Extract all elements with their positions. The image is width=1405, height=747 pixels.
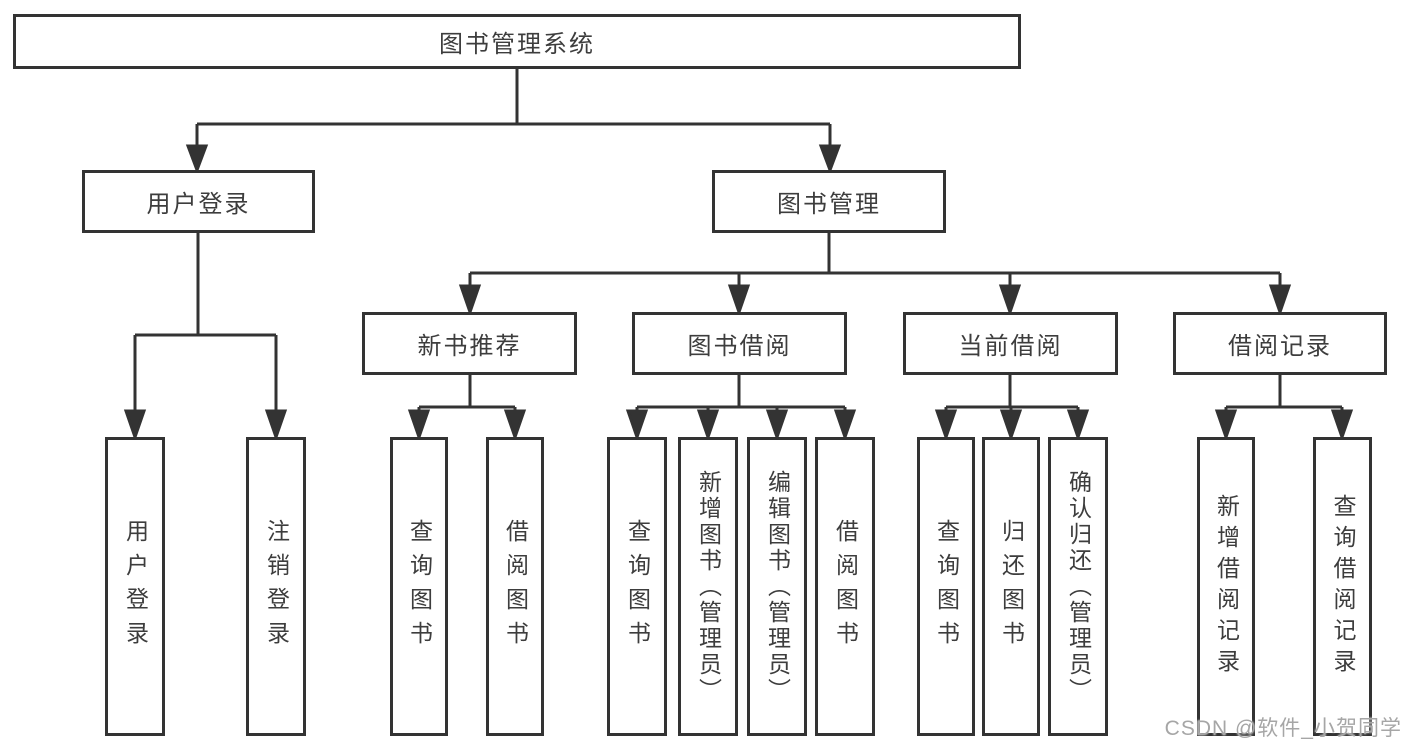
arrowhead (727, 284, 751, 317)
arrowhead (503, 409, 527, 442)
node-label: 图书管理系统 (439, 31, 595, 58)
node-library-system: 图书管理系统 (13, 14, 1021, 69)
arrowhead (833, 409, 857, 442)
arrowhead (185, 144, 209, 175)
node-label: 用户登录 (122, 518, 149, 655)
node-label: 新书推荐 (417, 333, 522, 360)
node-label: 查询图书 (406, 518, 433, 655)
node-label: 当前借阅 (958, 333, 1063, 360)
leaf-add-book-admin: 新增图书（管理员） (678, 437, 738, 736)
connector-book-management-group (458, 233, 1292, 317)
node-current-borrow: 当前借阅 (903, 312, 1118, 375)
node-label: 新增图书（管理员） (695, 469, 722, 704)
arrowhead (765, 409, 789, 442)
arrowhead (1268, 284, 1292, 317)
arrowhead (818, 144, 842, 175)
node-borrow-records: 借阅记录 (1173, 312, 1387, 375)
leaf-return-book: 归还图书 (982, 437, 1040, 736)
node-label: 确认归还（管理员） (1065, 469, 1092, 704)
node-label: 图书借阅 (687, 333, 792, 360)
node-user-login: 用户登录 (82, 170, 315, 233)
node-label: 用户登录 (146, 191, 251, 218)
leaf-query-books-borrow: 查询图书 (607, 437, 667, 736)
node-label: 图书管理 (777, 191, 881, 218)
csdn-watermark: CSDN @软件_小贺同学 (1164, 717, 1402, 740)
arrowhead (458, 284, 482, 317)
node-label: 借阅图书 (502, 518, 529, 655)
leaf-borrow-books-recommend: 借阅图书 (486, 437, 544, 736)
connector-current-borrow-group (934, 375, 1090, 442)
node-label: 注销登录 (263, 518, 290, 655)
node-book-borrow: 图书借阅 (632, 312, 847, 375)
node-book-management: 图书管理 (712, 170, 946, 233)
arrowhead (1214, 409, 1238, 442)
node-label: 查询图书 (933, 518, 960, 655)
arrowhead (999, 409, 1023, 442)
node-label: 查询图书 (624, 518, 651, 655)
leaf-add-borrow-record: 新增借阅记录 (1197, 437, 1255, 736)
leaf-edit-book-admin: 编辑图书（管理员） (747, 437, 807, 736)
arrowhead (696, 409, 720, 442)
node-label: 编辑图书（管理员） (764, 469, 791, 704)
node-label: 借阅图书 (832, 518, 859, 655)
node-label: 借阅记录 (1228, 333, 1332, 360)
leaf-query-borrow-record: 查询借阅记录 (1313, 437, 1372, 736)
arrowhead (123, 409, 147, 442)
connector-user-login-group (123, 233, 288, 442)
arrowhead (625, 409, 649, 442)
leaf-query-books-current: 查询图书 (917, 437, 975, 736)
node-label: 归还图书 (998, 518, 1025, 655)
arrowhead (934, 409, 958, 442)
leaf-query-books-recommend: 查询图书 (390, 437, 448, 736)
arrowhead (998, 284, 1022, 317)
leaf-confirm-return-admin: 确认归还（管理员） (1048, 437, 1108, 736)
leaf-logout: 注销登录 (246, 437, 306, 736)
node-label: 查询借阅记录 (1330, 493, 1356, 680)
leaf-user-login: 用户登录 (105, 437, 165, 736)
node-label: 新增借阅记录 (1213, 493, 1240, 680)
arrowhead (264, 409, 288, 442)
leaf-borrow-books: 借阅图书 (815, 437, 875, 736)
arrowhead (407, 409, 431, 442)
arrowhead (1066, 409, 1090, 442)
connector-book-borrow-group (625, 375, 857, 442)
connector-borrow-records-group (1214, 375, 1354, 442)
arrowhead (1330, 409, 1354, 442)
connector-root-to-level1 (185, 68, 842, 175)
connector-new-book-recommend-group (407, 375, 527, 442)
node-new-book-recommend: 新书推荐 (362, 312, 577, 375)
